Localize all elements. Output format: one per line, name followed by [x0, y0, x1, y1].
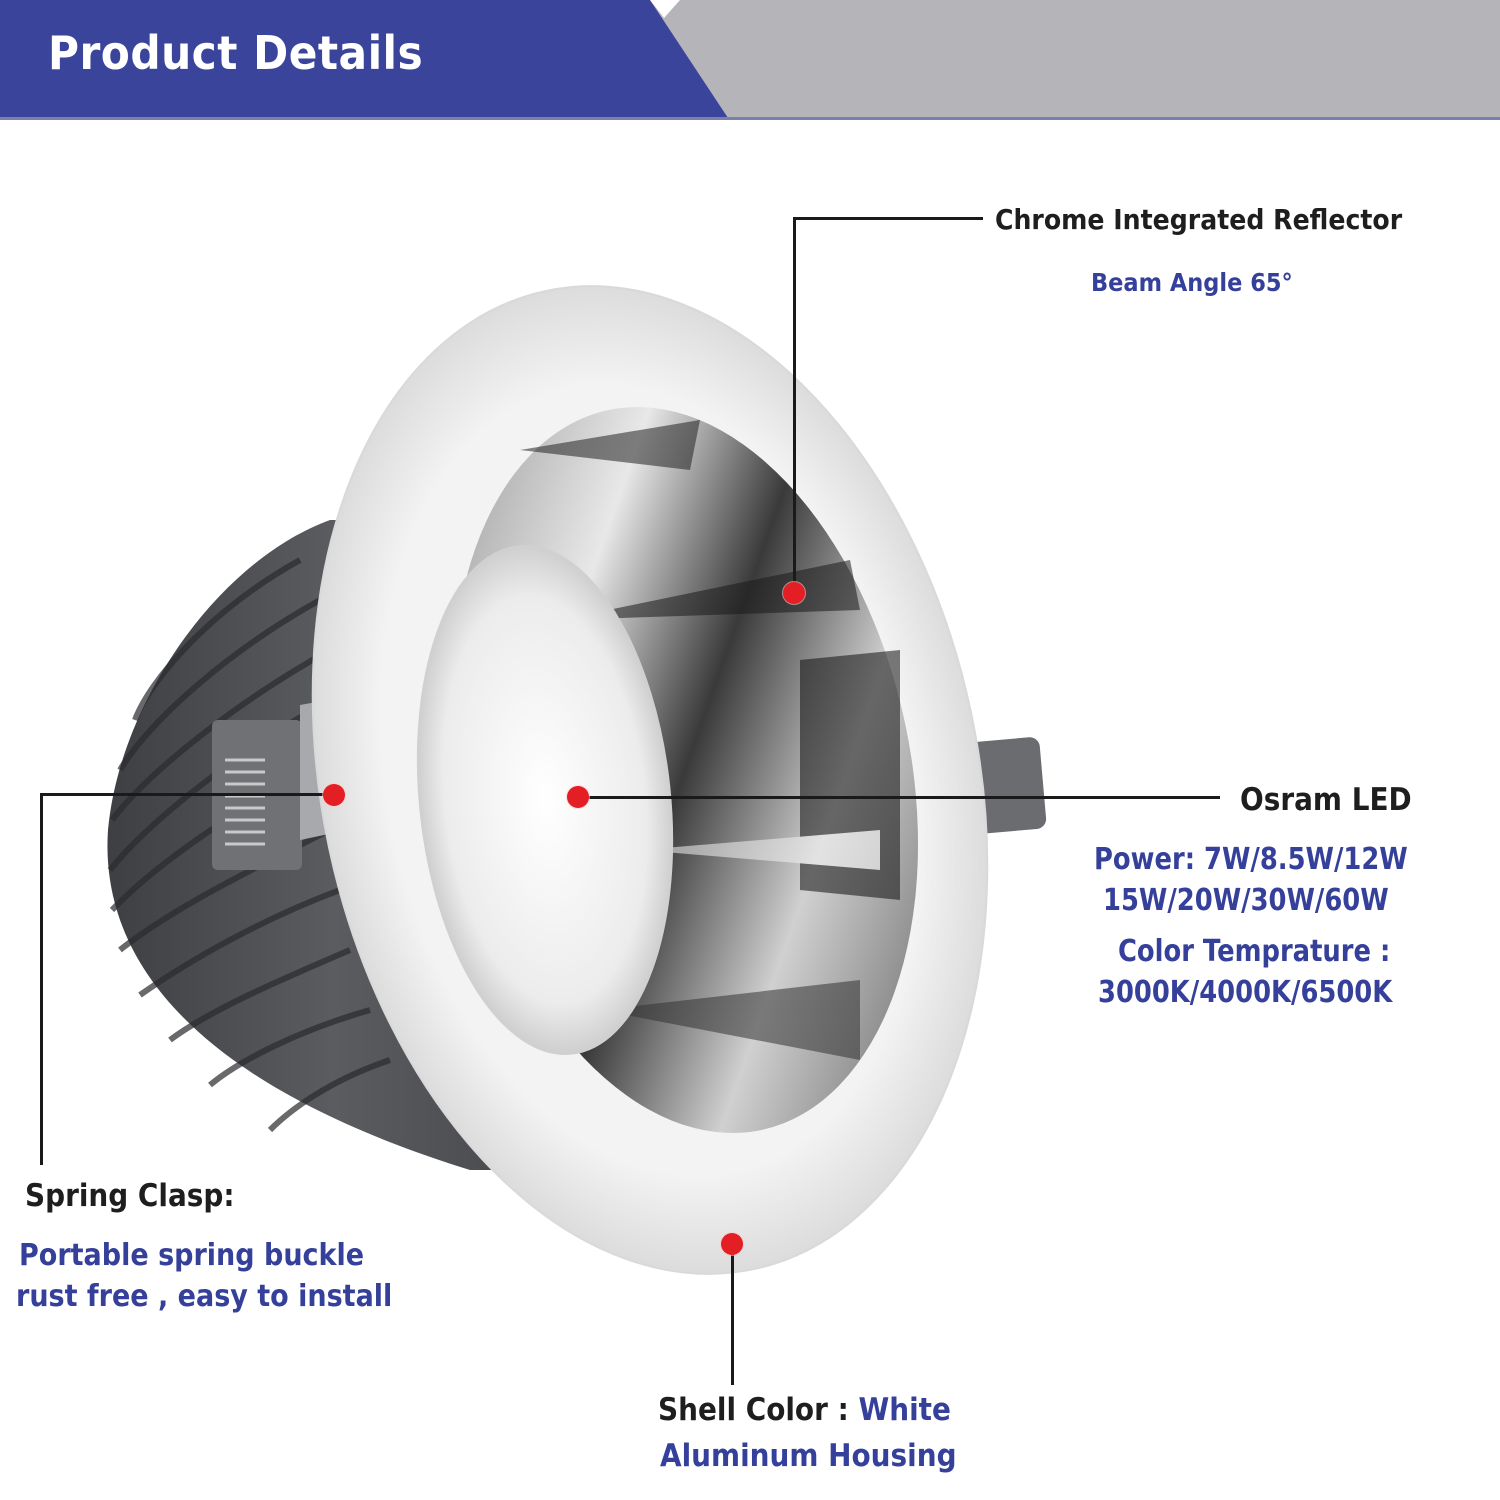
led-dot	[567, 786, 589, 808]
led-callout-line	[578, 796, 1220, 799]
led-lens	[416, 545, 674, 1055]
shell-color-value: White	[858, 1392, 951, 1428]
shell-housing: Aluminum Housing	[660, 1438, 957, 1474]
shell-title: Shell Color :	[658, 1392, 859, 1428]
spring-detail-line1: Portable spring buckle	[19, 1238, 365, 1273]
reflector-streaks	[520, 420, 900, 1060]
shell-callout-line	[731, 1244, 734, 1385]
spring-title: Spring Clasp:	[25, 1178, 235, 1214]
led-color-temp-label: Color Temprature :	[1118, 934, 1391, 969]
header-banner: Product Details	[0, 0, 1500, 120]
reflector-callout-line-v	[793, 217, 796, 589]
banner-background	[0, 0, 1500, 120]
spring-callout-line-v	[40, 793, 43, 1165]
reflector-callout-line-h	[793, 217, 983, 220]
shell-dot	[721, 1233, 743, 1255]
reflector-beam-angle: Beam Angle 65°	[1091, 268, 1293, 297]
reflector-title: Chrome Integrated Reflector	[995, 203, 1403, 236]
reflector-dot	[783, 582, 805, 604]
led-power-line1: Power: 7W/8.5W/12W	[1094, 842, 1408, 877]
led-power-line2: 15W/20W/30W/60W	[1103, 883, 1389, 918]
led-title: Osram LED	[1240, 782, 1412, 818]
spring-dot	[323, 784, 345, 806]
spring-callout-line-h	[40, 793, 334, 796]
led-color-temp-values: 3000K/4000K/6500K	[1098, 975, 1393, 1010]
spring-detail-line2: rust free , easy to install	[16, 1279, 393, 1314]
shell-title-row: Shell Color : White	[658, 1392, 951, 1428]
page-title: Product Details	[48, 26, 424, 80]
